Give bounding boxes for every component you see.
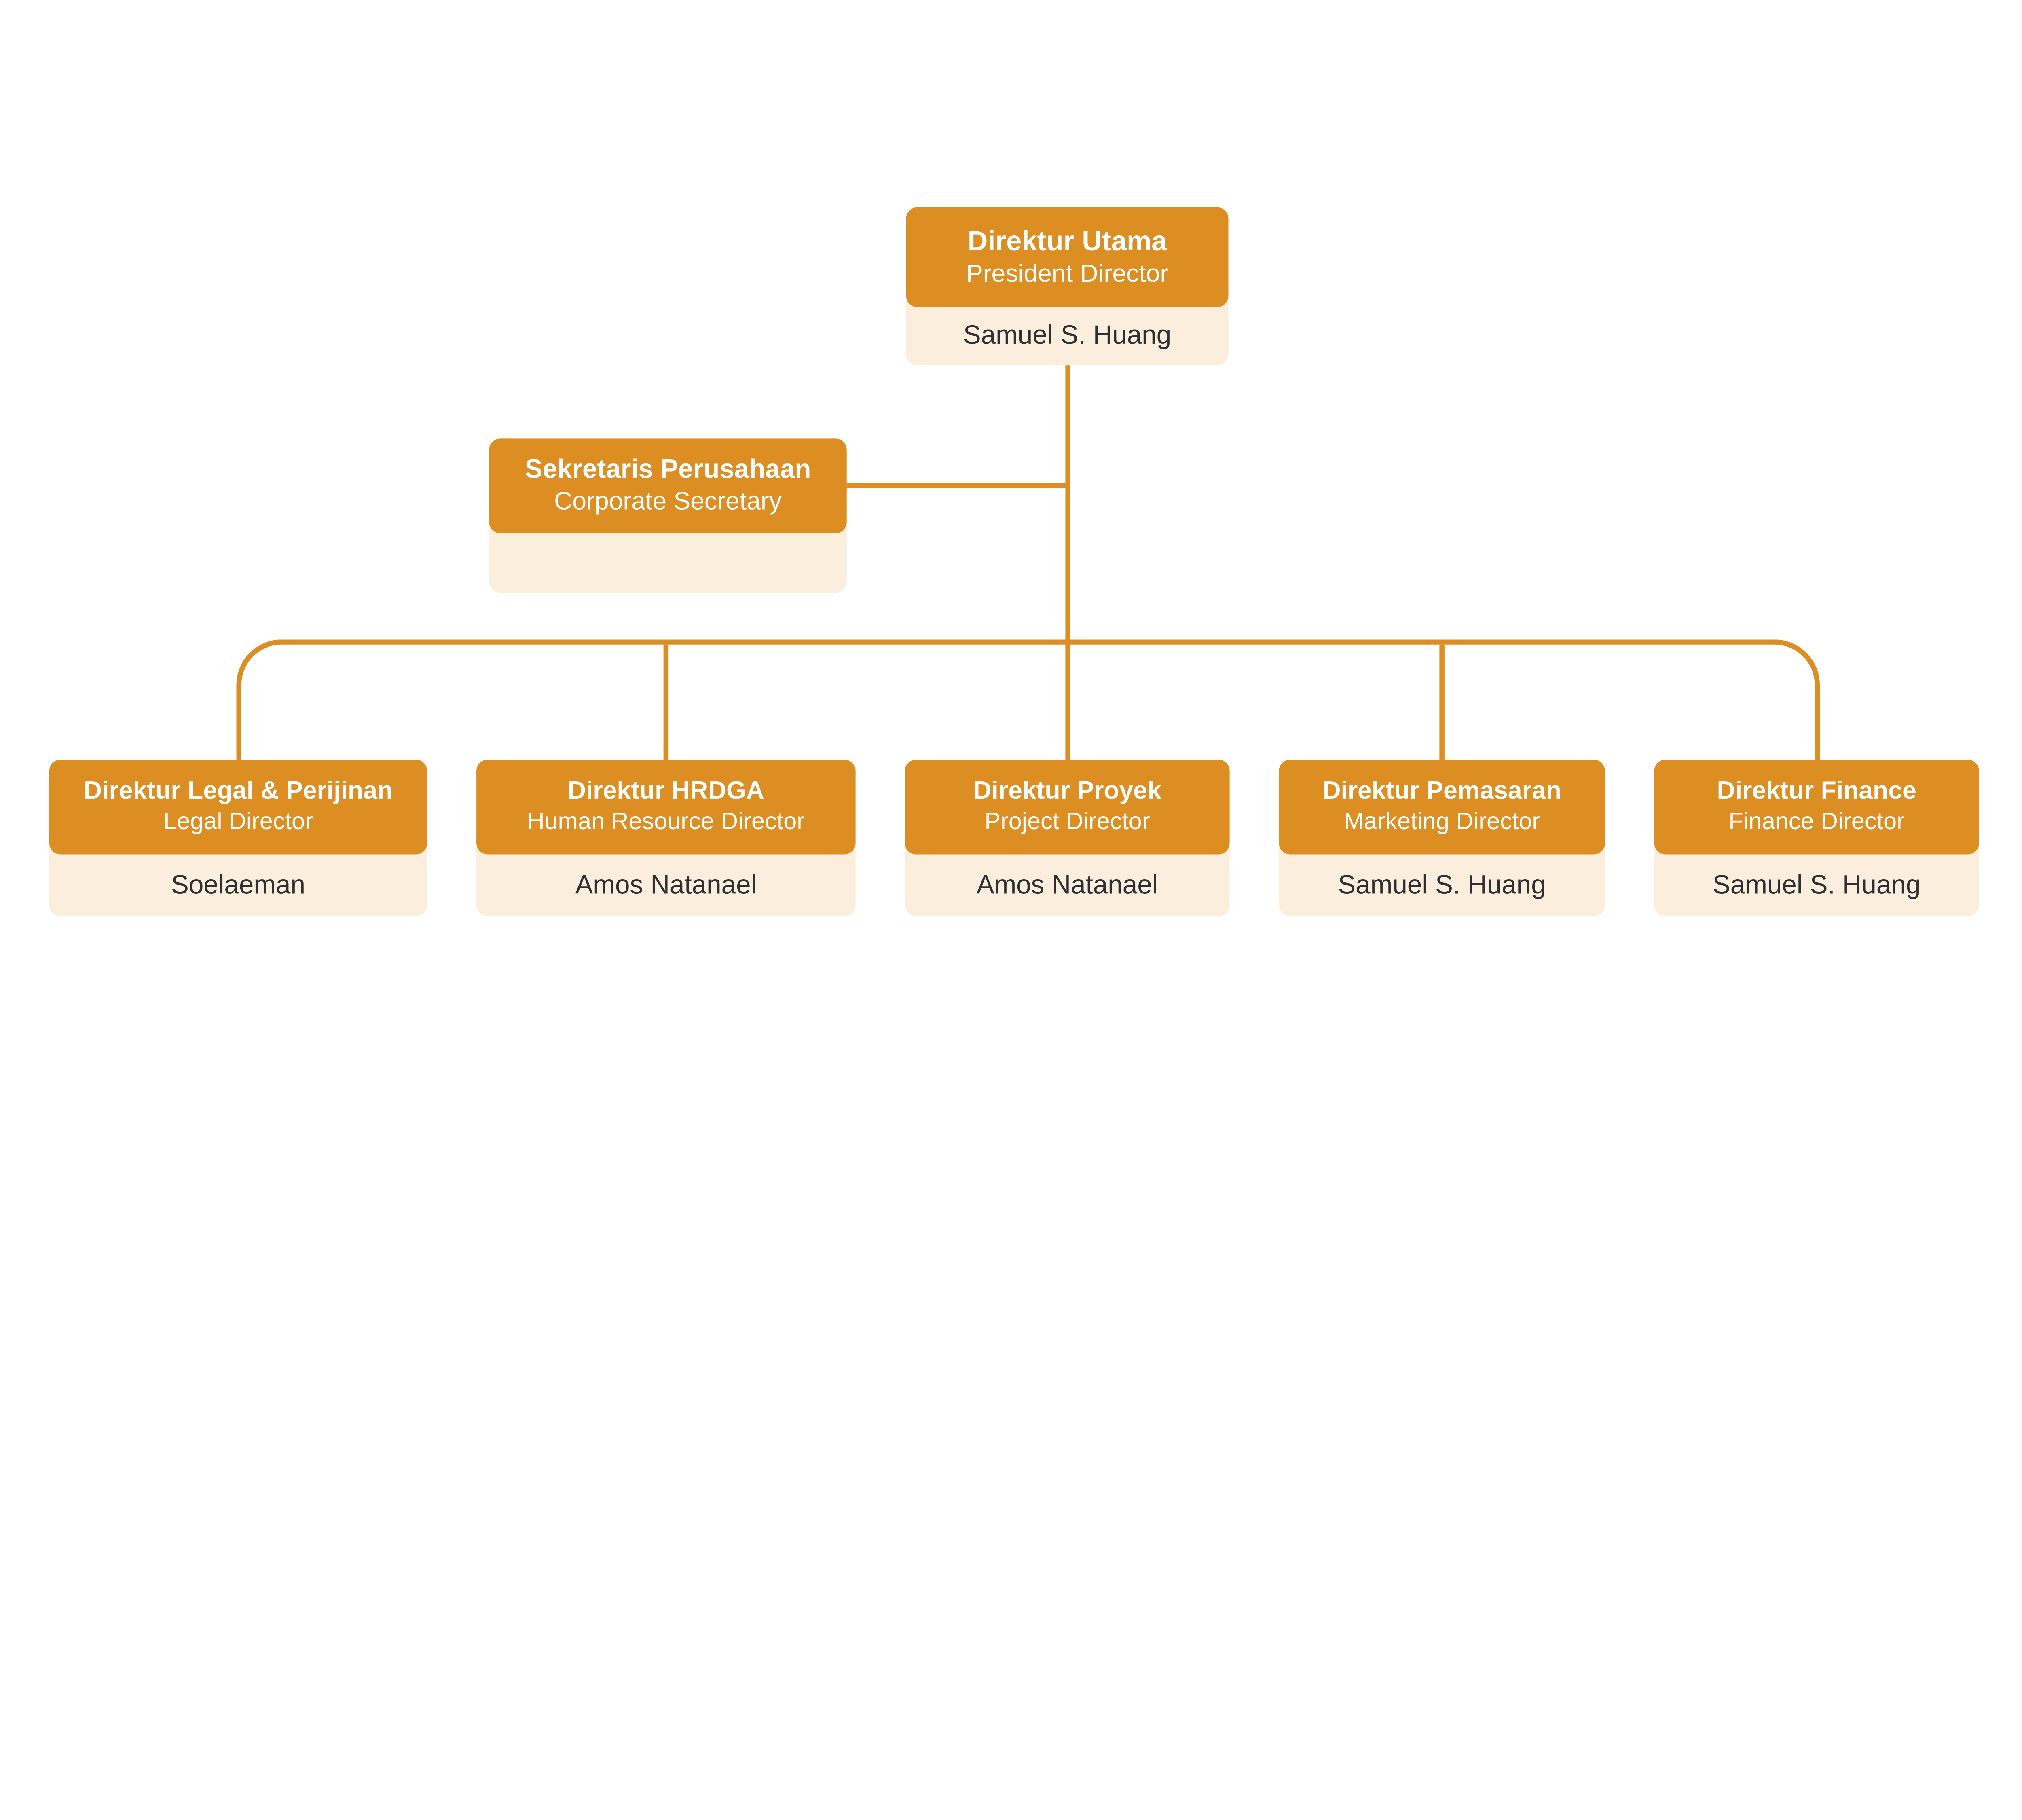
role-subtitle: Project Director [984, 809, 1150, 836]
role-subtitle: Human Resource Director [527, 809, 805, 836]
person-name: Amos Natanael [976, 870, 1158, 899]
role-subtitle: Marketing Director [1344, 809, 1540, 836]
role-header: Direktur Finance Finance Director [1654, 760, 1979, 855]
role-title: Direktur Utama [967, 225, 1167, 257]
org-chart-canvas: Direktur Utama President Director Samuel… [49, 207, 1979, 916]
person-name [489, 533, 846, 593]
connector-drop-hrdga [663, 644, 669, 760]
person-name: Samuel S. Huang [963, 321, 1172, 350]
role-header: Direktur Proyek Project Director [905, 760, 1230, 855]
role-header: Direktur Utama President Director [906, 207, 1229, 307]
person-name: Samuel S. Huang [1712, 870, 1921, 899]
role-title: Direktur Finance [1717, 777, 1916, 806]
connector-president-to-children [1064, 365, 1070, 760]
role-header: Direktur Legal & Perijinan Legal Directo… [49, 760, 427, 855]
person-name: Soelaeman [171, 870, 306, 899]
org-node-marketing-director: Direktur Pemasaran Marketing Director Sa… [1279, 760, 1605, 916]
role-title: Direktur Pemasaran [1322, 777, 1561, 806]
connector-distribution-line [235, 639, 1819, 760]
org-node-president-director: Direktur Utama President Director Samuel… [906, 207, 1229, 366]
role-title: Direktur Proyek [973, 777, 1161, 806]
role-subtitle: President Director [966, 260, 1169, 288]
role-subtitle: Legal Director [163, 809, 313, 836]
person-name: Samuel S. Huang [1338, 870, 1546, 899]
org-node-finance-director: Direktur Finance Finance Director Samuel… [1654, 760, 1979, 916]
role-title: Sekretaris Perusahaan [525, 455, 811, 485]
org-node-corporate-secretary: Sekretaris Perusahaan Corporate Secretar… [489, 438, 847, 593]
connector-drop-pemasaran [1439, 644, 1445, 760]
role-subtitle: Finance Director [1728, 809, 1905, 836]
org-node-hrdga-director: Direktur HRDGA Human Resource Director A… [476, 760, 856, 916]
org-node-legal-director: Direktur Legal & Perijinan Legal Directo… [49, 760, 427, 916]
org-node-project-director: Direktur Proyek Project Director Amos Na… [905, 760, 1230, 916]
role-header: Direktur Pemasaran Marketing Director [1279, 760, 1605, 855]
role-title: Direktur HRDGA [567, 777, 764, 806]
connector-secretary-branch [844, 483, 1067, 488]
role-header: Direktur HRDGA Human Resource Director [476, 760, 856, 855]
role-subtitle: Corporate Secretary [554, 488, 782, 516]
role-title: Direktur Legal & Perijinan [83, 777, 393, 806]
role-header: Sekretaris Perusahaan Corporate Secretar… [489, 438, 847, 533]
person-name: Amos Natanael [575, 870, 757, 899]
